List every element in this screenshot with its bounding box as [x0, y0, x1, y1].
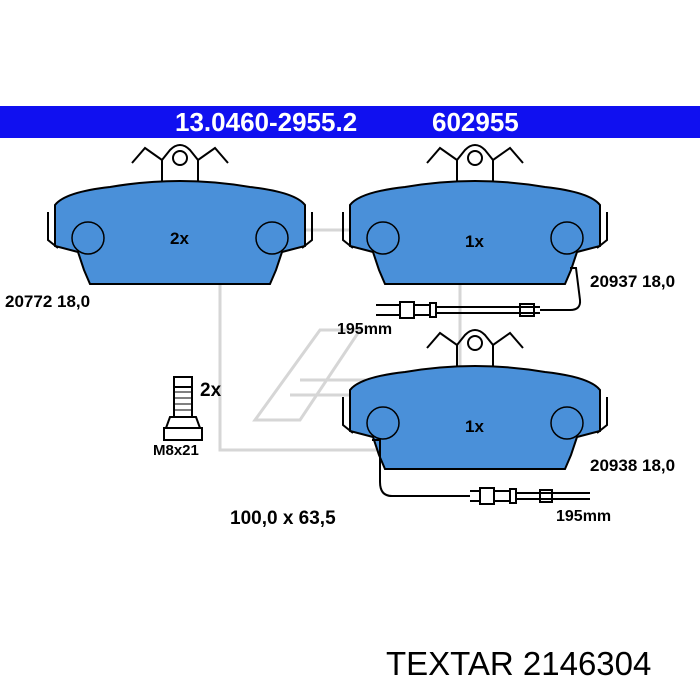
- wear-sensor-wire-2: [376, 267, 582, 319]
- header-bar: 13.0460-2955.2 602955: [0, 106, 700, 138]
- bolt-size: M8x21: [153, 442, 199, 459]
- brake-pad-3: [342, 329, 608, 470]
- pad-1-qty: 2x: [170, 229, 189, 248]
- pad-2-qty: 1x: [465, 232, 484, 251]
- part-number: 13.0460-2955.2: [175, 107, 358, 137]
- bolt-qty: 2x: [200, 380, 222, 401]
- pad-dimensions: 100,0 x 63,5: [230, 508, 336, 529]
- pad-3-qty: 1x: [465, 417, 484, 436]
- wear-sensor-wire-3: [372, 439, 590, 505]
- pad-2-code: 20937 18,0: [590, 272, 676, 291]
- footer-part-label: TEXTAR 2146304: [386, 645, 652, 682]
- pad-2-wire-length: 195mm: [337, 321, 393, 338]
- bolt: [163, 376, 203, 441]
- pad-3-wire-length: 195mm: [556, 508, 612, 525]
- ref-number: 602955: [432, 107, 519, 137]
- pad-1-code: 20772 18,0: [5, 292, 91, 311]
- brake-pad-1: [47, 144, 313, 285]
- pad-3-code: 20938 18,0: [590, 456, 676, 475]
- brake-pad-2: [342, 144, 608, 285]
